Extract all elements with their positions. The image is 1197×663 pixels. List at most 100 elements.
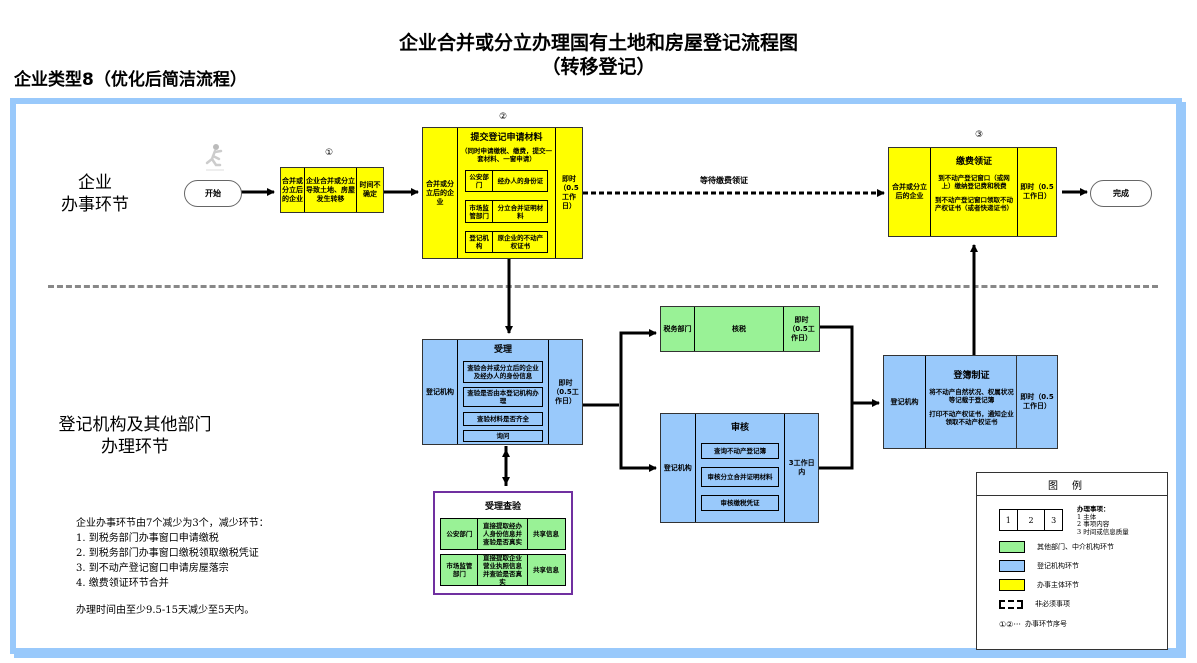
- legend-sample-cell: 2: [1018, 510, 1046, 530]
- page-title: 企业合并或分立办理国有土地和房屋登记流程图: [398, 32, 798, 54]
- legend-entry-registry: 登记机构环节: [999, 560, 1079, 572]
- accept-item: 查验材料是否齐全: [463, 412, 543, 426]
- legend-sample-cell: 1: [1000, 510, 1018, 530]
- step2-item-doc: 原企业的不动产权证书: [497, 234, 544, 250]
- legend-items: 办理事项： 1 主体 2 事项内容 3 时间或信息质量: [1077, 505, 1129, 536]
- legend-entry-label: 其他部门、中介机构环节: [1037, 543, 1114, 551]
- review-time: 3工作日内: [788, 459, 815, 476]
- check-row-method: 共享信息: [533, 566, 560, 574]
- legend-entry-sequence: ①②··· 办事环节序号: [999, 619, 1067, 629]
- legend-swatch-yellow: [999, 579, 1025, 591]
- register-line: 将不动产自然状况、权属状况等记载于登记簿: [929, 388, 1014, 404]
- step3-number: ③: [975, 130, 984, 140]
- lane-label-line: 办事环节: [61, 195, 129, 215]
- review-subject: 登记机构: [661, 414, 696, 522]
- legend-entry-label: 办事环节序号: [1024, 620, 1067, 628]
- accept-subject: 登记机构: [423, 340, 458, 444]
- review-item: 查询不动产登记簿: [700, 443, 780, 459]
- enterprise-type-label: 企业类型8（优化后简洁流程）: [14, 70, 247, 90]
- check-row-dept: 公安部门: [441, 519, 479, 549]
- step1-box: 合并或分立后的企业 企业合并或分立导致土地、房屋发生转移 时间不确定: [280, 167, 384, 213]
- step2-item: 市场监管部门 分立合并证明材料: [464, 200, 549, 223]
- lane-label-line: 办理环节: [101, 437, 169, 457]
- step2-item-doc: 经办人的身份证: [497, 177, 544, 185]
- note-line: 3. 到不动产登记窗口申请房屋落宗: [76, 563, 229, 574]
- note-line: 2. 到税务部门办事窗口缴税领取缴税凭证: [76, 548, 259, 559]
- step2-item: 公安部门 经办人的身份证: [464, 170, 549, 192]
- register-time-box: 即时（0.5工作日）: [1016, 355, 1058, 449]
- step2-item: 登记机构 原企业的不动产权证书: [464, 231, 549, 253]
- note-line: 企业办事环节由7个减少为3个，减少环节：: [76, 518, 269, 529]
- review-content: 审核 查询不动产登记簿 审核分立合并证明材料 审核缴税凭证: [696, 414, 786, 522]
- step2-title: 提交登记申请材料: [470, 133, 543, 143]
- note-line: 1. 到税务部门办事窗口申请缴税: [76, 533, 219, 544]
- tax-content: 核税: [695, 307, 784, 351]
- step2-note: （同时申请缴税、缴费，提交一套材料、一窗申请）: [461, 147, 552, 163]
- step3-content: 缴费领证 到不动产登记窗口（或网上）缴纳登记费和税费 到不动产登记窗口领取不动产…: [931, 148, 1018, 236]
- step3-line: 到不动产登记窗口（或网上）缴纳登记费和税费: [938, 174, 1010, 190]
- step2-item-dept: 登记机构: [466, 232, 494, 252]
- step3-box: 合并或分立后的企业 缴费领证 到不动产登记窗口（或网上）缴纳登记费和税费 到不动…: [888, 147, 1057, 237]
- legend-item: 3 时间或信息质量: [1077, 527, 1129, 536]
- legend: 图例 1 2 3 办理事项： 1 主体 2 事项内容 3 时间或信息质量 其他部…: [976, 472, 1168, 650]
- legend-item: 2 事项内容: [1077, 520, 1110, 528]
- step2-time: 即时（0.5工作日）: [559, 175, 579, 210]
- check-row: 公安部门 直接提取经办人身份信息并查验是否真实 共享信息: [440, 518, 566, 550]
- register-line: 打印不动产权证书，通知企业领取不动产权证书: [929, 410, 1014, 426]
- step2-box: 合并或分立后的企业 提交登记申请材料 （同时申请缴税、缴费，提交一套材料、一窗申…: [422, 127, 583, 259]
- review-item: 审核分立合并证明材料: [700, 467, 780, 487]
- check-row: 市场监管部门 直接提取企业营业执照信息并查验是否真实 共享信息: [440, 554, 566, 586]
- legend-sample-box: 1 2 3: [999, 509, 1063, 531]
- step2-item-dept: 市场监管部门: [466, 201, 494, 222]
- tax-box: 税务部门 核税 即时（0.5工作日）: [660, 306, 820, 352]
- legend-entry-label: 登记机构环节: [1037, 562, 1079, 570]
- legend-entry-optional: 非必须事项: [999, 599, 1070, 609]
- note-line: 4. 缴费领证环节合并: [76, 578, 169, 589]
- check-row-content: 直接提取经办人身份信息并查验是否真实: [478, 519, 528, 549]
- register-box: 登记机构 登簿制证 将不动产自然状况、权属状况等记载于登记簿 打印不动产权证书，…: [883, 355, 1018, 449]
- accept-item: 查验合并或分立后的企业及经办人的身份信息: [463, 361, 543, 383]
- frame-shadow: [14, 102, 1186, 658]
- dashed-box-icon: [999, 599, 1023, 609]
- step3-line: 到不动产登记窗口领取不动产权证书（或者快递证书）: [935, 196, 1013, 212]
- accept-title: 受理: [493, 345, 512, 355]
- legend-entry-label: 办事主体环节: [1037, 581, 1079, 589]
- step2-subject: 合并或分立后的企业: [423, 128, 458, 258]
- legend-swatch-green: [999, 541, 1025, 553]
- step1-time: 时间不确定: [359, 181, 381, 198]
- review-title: 审核: [730, 423, 749, 433]
- lane-label-enterprise: 企业 办事环节: [40, 172, 150, 216]
- legend-sample-cell: 3: [1051, 515, 1057, 525]
- review-item: 审核缴税凭证: [700, 495, 780, 511]
- accept-box: 登记机构 受理 查验合并或分立后的企业及经办人的身份信息 查验是否由本登记机构办…: [422, 339, 583, 445]
- accept-item: 查验是否由本登记机构办理: [463, 387, 543, 407]
- review-box: 登记机构 审核 查询不动产登记簿 审核分立合并证明材料 审核缴税凭证 3工作日内: [660, 413, 819, 523]
- check-row-dept: 市场监管部门: [441, 555, 479, 585]
- legend-title: 图例: [977, 473, 1167, 496]
- start-node: 开始: [184, 180, 242, 207]
- legend-item: 1 主体: [1077, 512, 1097, 521]
- lane-label-registry: 登记机构及其他部门 办理环节: [40, 414, 230, 458]
- improvement-notes: 企业办事环节由7个减少为3个，减少环节： 1. 到税务部门办事窗口申请缴税 2.…: [76, 516, 269, 618]
- note-summary: 办理时间由至少9.5-15天减少至5天内。: [76, 605, 255, 616]
- lane-label-line: 企业: [78, 173, 112, 193]
- legend-entry-other: 其他部门、中介机构环节: [999, 541, 1114, 553]
- check-row-content: 直接提取企业营业执照信息并查验是否真实: [478, 554, 528, 586]
- running-person-icon: [205, 144, 224, 171]
- legend-items-title: 办理事项：: [1077, 505, 1110, 513]
- finish-node: 完成: [1090, 180, 1152, 207]
- lane-divider: [48, 285, 1158, 288]
- legend-entry-subject: 办事主体环节: [999, 579, 1079, 591]
- step3-title: 缴费领证: [955, 157, 992, 167]
- step1-content: 企业合并或分立导致土地、房屋发生转移: [305, 168, 357, 212]
- step2-content: 提交登记申请材料 （同时申请缴税、缴费，提交一套材料、一窗申请） 公安部门 经办…: [458, 128, 556, 258]
- legend-swatch-blue: [999, 560, 1025, 572]
- register-content: 登簿制证 将不动产自然状况、权属状况等记载于登记簿 打印不动产权证书，通知企业领…: [926, 356, 1017, 448]
- legend-entry-label: 非必须事项: [1035, 600, 1070, 608]
- lane-label-line: 登记机构及其他部门: [58, 415, 212, 435]
- register-subject: 登记机构: [884, 356, 926, 448]
- accept-content: 受理 查验合并或分立后的企业及经办人的身份信息 查验是否由本登记机构办理 查验材…: [458, 340, 549, 444]
- tax-subject: 税务部门: [661, 307, 695, 351]
- step3-subject: 合并或分立后的企业: [889, 148, 931, 236]
- step3-time: 即时（0.5工作日）: [1020, 183, 1054, 200]
